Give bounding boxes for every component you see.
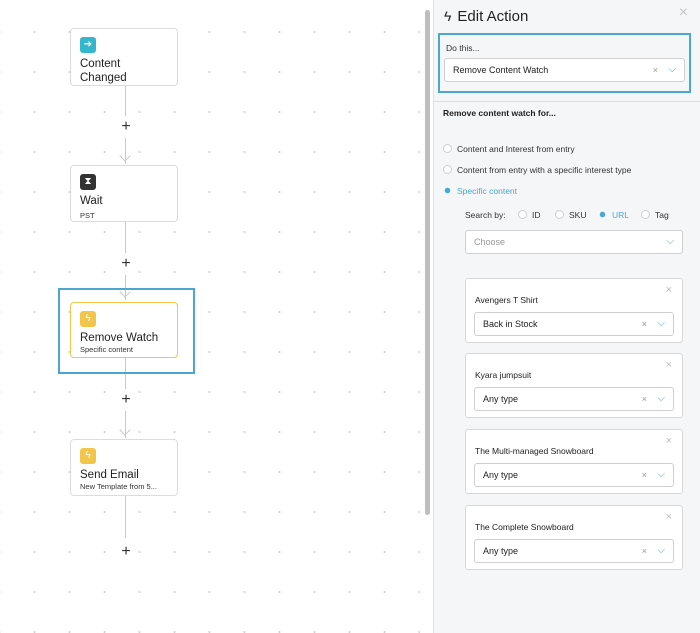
- clear-icon[interactable]: ×: [641, 546, 647, 556]
- node-subtitle: PST: [80, 211, 95, 220]
- interest-type-value: Back in Stock: [483, 319, 538, 329]
- do-this-label: Do this...: [446, 43, 480, 53]
- wait-node[interactable]: ⧗ Wait PST: [70, 165, 178, 222]
- item-name: Kyara jumpsuit: [475, 370, 532, 380]
- chevron-down-icon[interactable]: ⌵: [666, 236, 674, 247]
- remove-item-icon[interactable]: ×: [665, 435, 672, 447]
- node-subtitle: Specific content: [80, 345, 133, 354]
- node-title: Remove Watch: [80, 332, 159, 344]
- chevron-down-icon[interactable]: ⌵: [657, 469, 665, 480]
- connector-arrow: [119, 424, 131, 436]
- search-by-tag[interactable]: Tag: [641, 209, 669, 221]
- radio-icon: [641, 210, 650, 219]
- trigger-node-content-changed[interactable]: ➔ Content Changed: [70, 28, 178, 86]
- choose-placeholder: Choose: [474, 237, 506, 247]
- bolt-icon: ϟ: [80, 311, 96, 327]
- chevron-down-icon[interactable]: ⌵: [657, 545, 665, 556]
- add-step-button[interactable]: +: [115, 541, 137, 563]
- remove-item-icon[interactable]: ×: [665, 359, 672, 371]
- node-title: Content Changed: [80, 58, 127, 84]
- clear-icon[interactable]: ×: [641, 470, 647, 480]
- radio-label: SKU: [569, 210, 587, 220]
- add-step-button[interactable]: +: [115, 116, 137, 138]
- radio-icon: [518, 210, 527, 219]
- choose-content-select[interactable]: Choose ⌵: [465, 230, 683, 254]
- connector-line: [125, 496, 126, 538]
- connector-arrow: [119, 150, 131, 162]
- close-icon[interactable]: ×: [678, 4, 688, 21]
- radio-selected-icon: [598, 210, 607, 219]
- interest-type-select[interactable]: Back in Stock × ⌵: [474, 312, 674, 336]
- remove-watch-node[interactable]: ϟ Remove Watch Specific content: [70, 302, 178, 358]
- action-select-value: Remove Content Watch: [453, 65, 549, 75]
- divider: [433, 101, 700, 102]
- option-content-specific-interest[interactable]: Content from entry with a specific inter…: [443, 164, 631, 176]
- remove-item-icon[interactable]: ×: [665, 284, 672, 296]
- content-item-card: × Avengers T Shirt Back in Stock × ⌵: [465, 278, 683, 343]
- item-name: The Complete Snowboard: [475, 522, 574, 532]
- content-item-card: × The Complete Snowboard Any type × ⌵: [465, 505, 683, 570]
- node-title: Send Email: [80, 469, 139, 481]
- bolt-icon: ϟ: [80, 448, 96, 464]
- search-by-id[interactable]: ID: [518, 209, 541, 221]
- panel-title-text: Edit Action: [457, 8, 529, 25]
- radio-label: ID: [532, 210, 541, 220]
- action-select[interactable]: Remove Content Watch × ⌵: [444, 58, 685, 82]
- item-name: Avengers T Shirt: [475, 295, 538, 305]
- canvas-scrollbar[interactable]: [425, 10, 430, 515]
- clear-icon[interactable]: ×: [641, 394, 647, 404]
- radio-icon: [555, 210, 564, 219]
- add-step-button[interactable]: +: [115, 389, 137, 411]
- node-subtitle: New Template from 5...: [80, 482, 157, 491]
- chevron-down-icon[interactable]: ⌵: [668, 64, 676, 75]
- chevron-down-icon[interactable]: ⌵: [657, 393, 665, 404]
- chevron-down-icon[interactable]: ⌵: [657, 318, 665, 329]
- section-title: Remove content watch for...: [443, 108, 556, 118]
- interest-type-select[interactable]: Any type × ⌵: [474, 463, 674, 487]
- interest-type-select[interactable]: Any type × ⌵: [474, 539, 674, 563]
- option-content-interest-from-entry[interactable]: Content and Interest from entry: [443, 143, 575, 155]
- option-label: Specific content: [457, 186, 518, 196]
- node-highlight-box: [58, 288, 195, 374]
- content-item-card: × The Multi-managed Snowboard Any type ×…: [465, 429, 683, 494]
- radio-icon: [443, 144, 452, 153]
- item-name: The Multi-managed Snowboard: [475, 446, 594, 456]
- radio-selected-icon: [443, 186, 452, 195]
- search-by-url[interactable]: URL: [598, 209, 629, 221]
- radio-icon: [443, 165, 452, 174]
- interest-type-value: Any type: [483, 394, 519, 404]
- search-by-sku[interactable]: SKU: [555, 209, 586, 221]
- bolt-icon: ϟ: [444, 8, 452, 24]
- interest-type-value: Any type: [483, 470, 519, 480]
- workflow-canvas[interactable]: + + + + ➔ Content Changed ⧗ Wait PST ϟ R…: [0, 0, 420, 633]
- search-by-label: Search by:: [465, 210, 506, 220]
- content-item-card: × Kyara jumpsuit Any type × ⌵: [465, 353, 683, 418]
- remove-item-icon[interactable]: ×: [665, 511, 672, 523]
- clear-icon[interactable]: ×: [652, 65, 658, 75]
- enter-icon: ➔: [80, 37, 96, 53]
- send-email-node[interactable]: ϟ Send Email New Template from 5...: [70, 439, 178, 496]
- add-step-button[interactable]: +: [115, 253, 137, 275]
- option-label: Content and Interest from entry: [457, 144, 575, 154]
- radio-label: Tag: [655, 210, 669, 220]
- option-specific-content[interactable]: Specific content: [443, 185, 517, 197]
- do-this-section: Do this... Remove Content Watch × ⌵: [438, 33, 691, 93]
- hourglass-icon: ⧗: [80, 174, 96, 190]
- node-title: Wait: [80, 195, 103, 207]
- radio-label: URL: [612, 210, 630, 220]
- interest-type-select[interactable]: Any type × ⌵: [474, 387, 674, 411]
- clear-icon[interactable]: ×: [641, 319, 647, 329]
- interest-type-value: Any type: [483, 546, 519, 556]
- option-label: Content from entry with a specific inter…: [457, 165, 632, 175]
- panel-title: ϟ Edit Action: [444, 8, 528, 25]
